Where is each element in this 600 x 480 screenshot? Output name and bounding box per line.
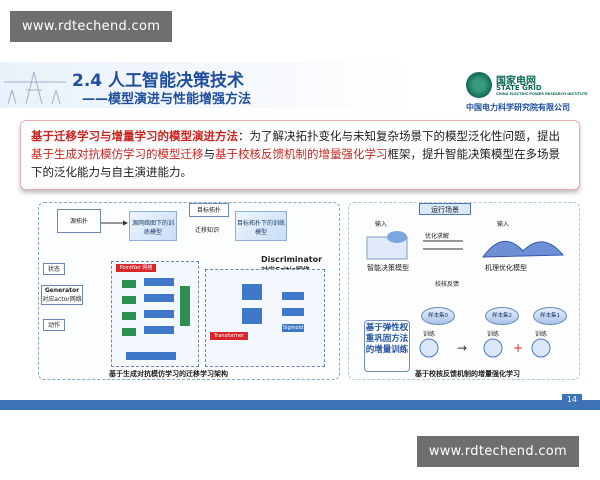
layer-4	[144, 326, 174, 334]
brain-network-icons: → +	[419, 338, 551, 358]
page-bar	[0, 400, 600, 410]
decision-model-label: 智能决策模型	[367, 264, 409, 272]
node-3	[122, 312, 136, 320]
logo-name: 国家电网	[496, 76, 536, 87]
input-label-1: 输入	[375, 221, 388, 228]
node-1	[122, 280, 136, 288]
watermark-top: www.rdtechend.com	[10, 11, 173, 42]
left-diagram-panel: 源拓扑 源网络图下的训练模型 目标拓扑 迁移知识 目标拓扑下的训练模型 状态 G…	[38, 202, 340, 380]
migrate-arrows-icon	[101, 220, 128, 226]
models-illustration-icon	[366, 231, 565, 260]
slide-subtitle: ——模型演进与性能增强方法	[82, 92, 252, 107]
generator-label: Generator	[44, 287, 80, 294]
logo-name-en: STATE GRID	[496, 84, 542, 92]
output-layer	[126, 352, 176, 360]
sigmoid-box: Sigmoid	[282, 324, 304, 332]
state-grid-logo-icon	[466, 72, 492, 98]
disc-layer-1	[282, 292, 304, 300]
sample-set-0: 样本集0	[421, 307, 455, 325]
disc-block-1	[242, 284, 262, 300]
source-model-box: 源网络图下的训练模型	[129, 211, 177, 241]
input-label-2: 输入	[497, 221, 510, 228]
feedback-label: 校核反馈	[435, 281, 460, 288]
right-diagram-caption: 基于校核反馈机制的增量强化学习	[415, 370, 520, 378]
power-tower-icon	[4, 71, 66, 105]
incremental-method-box: 基于弹性权重巩固方法的增量训练	[364, 320, 410, 372]
intro-box: 基于迁移学习与增量学习的模型演进方法：为了解决拓扑变化与未知复杂场景下的模型泛化…	[20, 120, 580, 190]
svg-text:+: +	[513, 341, 523, 355]
sample-set-2: 样本集2	[485, 307, 519, 325]
slide: 2.4 人工智能决策技术 ——模型演进与性能增强方法 国家电网 STATE GR…	[0, 62, 600, 410]
scene-box: 运行场景	[419, 203, 471, 215]
mech-model-label: 机理优化模型	[485, 264, 527, 272]
intro-text-2: 与	[203, 147, 216, 161]
node-4	[122, 328, 136, 336]
intro-link-2: 基于校核反馈机制的增量强化学习	[215, 147, 388, 161]
state-box: 状态	[43, 263, 65, 275]
discriminator-label: Discriminator	[261, 255, 323, 264]
layer-2	[144, 294, 174, 302]
actor-label: 对应actor网络	[42, 296, 82, 303]
target-topology-box: 目标拓扑	[189, 203, 229, 217]
disc-block-2	[242, 308, 262, 324]
intro-link-1: 基于生成对抗模仿学习的模型迁移	[31, 147, 204, 161]
logo-subtitle: CHINA ELECTRIC POWER RESEARCH INSTITUTE	[496, 92, 588, 96]
generator-network: PointNet 网络	[111, 261, 199, 367]
svg-text:→: →	[457, 341, 467, 355]
train-label-1: 训练	[423, 331, 436, 338]
train-label-3: 训练	[535, 331, 548, 338]
slide-title: 2.4 人工智能决策技术	[72, 71, 245, 91]
source-topology-box: 源拓扑	[57, 209, 101, 233]
migrate-label: 迁移知识	[195, 227, 220, 234]
intro-lead: 基于迁移学习与增量学习的模型演进方法	[31, 129, 238, 143]
optimize-label: 优化求解	[425, 233, 450, 240]
concat-box	[180, 286, 190, 326]
train-label-2: 训练	[487, 331, 500, 338]
institute-name: 中国电力科学研究院有限公司	[466, 103, 570, 112]
discriminator-network: Transformer Sigmoid	[205, 269, 325, 367]
node-2	[122, 296, 136, 304]
page-number: 14	[561, 394, 582, 405]
generator-box: Generator 对应actor网络	[41, 285, 83, 305]
watermark-bottom: www.rdtechend.com	[416, 436, 579, 467]
layer-1	[144, 278, 174, 286]
action-box: 动作	[43, 319, 65, 331]
transformer-box: Transformer	[210, 332, 248, 340]
header-band	[0, 62, 600, 108]
sample-set-1: 样本集1	[533, 307, 567, 325]
left-diagram-caption: 基于生成对抗模仿学习的迁移学习架构	[109, 370, 228, 378]
layer-3	[144, 310, 174, 318]
intro-text-1: ：为了解决拓扑变化与未知复杂场景下的模型泛化性问题，提出	[238, 129, 560, 143]
intro-text-3: 框架，提升智能决策模型在多场景下的泛化能力与自主演进能力。	[31, 147, 560, 179]
target-model-box: 目标拓扑下的训练模型	[235, 211, 287, 241]
pointnet-box: PointNet 网络	[116, 264, 156, 272]
disc-layer-2	[282, 308, 304, 316]
